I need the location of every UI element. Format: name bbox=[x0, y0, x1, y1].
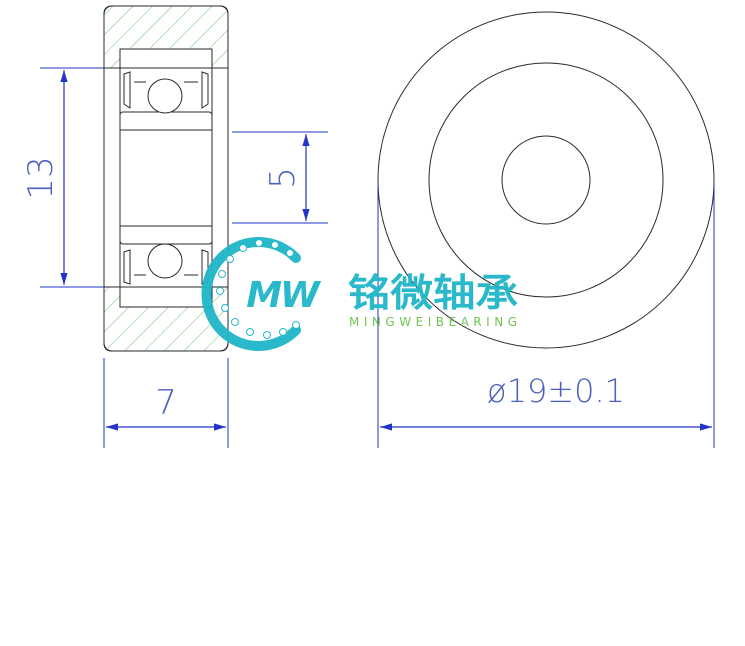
middle-circle bbox=[428, 62, 664, 298]
front-view bbox=[377, 11, 715, 349]
logo-name-cn: 铭微轴承 bbox=[348, 271, 518, 315]
logo-name-en: MINGWEIBEARING bbox=[349, 315, 517, 329]
bore-circle bbox=[501, 135, 591, 225]
logo-ring-icon bbox=[201, 237, 301, 351]
bearing-inner-ring bbox=[119, 111, 213, 245]
outer-circle bbox=[377, 11, 715, 349]
brand-logo: MW 铭微轴承 MINGWEIBEARING bbox=[201, 237, 518, 351]
ball-bottom bbox=[147, 243, 183, 279]
logo-mark: MW bbox=[246, 275, 322, 316]
height-label: 13 bbox=[21, 156, 61, 199]
bore-label: 5 bbox=[263, 167, 303, 189]
dimension-height: 13 bbox=[21, 67, 104, 288]
dimension-bore: 5 bbox=[232, 131, 328, 224]
diameter-label: ø19±0.1 bbox=[487, 372, 625, 410]
dimension-width: 7 bbox=[103, 358, 229, 448]
ball-top bbox=[147, 78, 183, 114]
width-label: 7 bbox=[155, 383, 177, 423]
dimension-diameter: ø19±0.1 bbox=[377, 185, 715, 448]
side-view bbox=[103, 5, 229, 352]
